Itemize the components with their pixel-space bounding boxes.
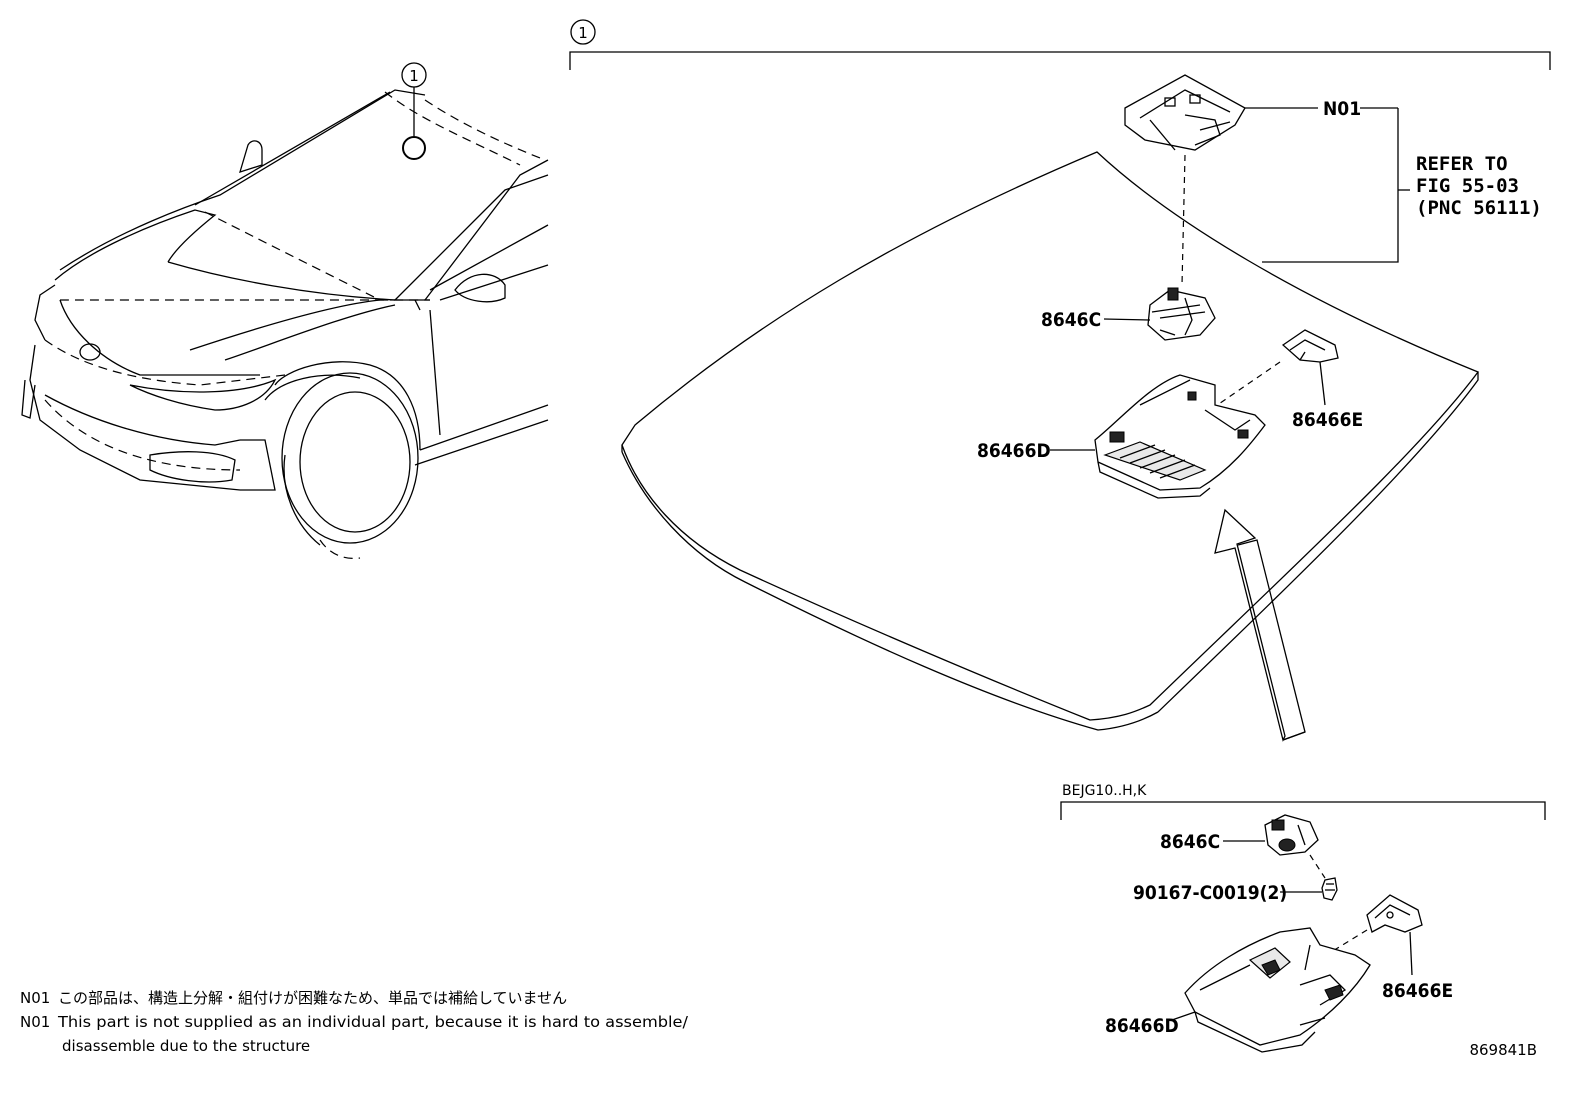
label-variant: BEJG10..H,K [1062,783,1147,799]
bracket-86466e-bottom: 86466E [1309,894,1453,1002]
sensor-8646c-bottom: 8646C [1160,814,1326,879]
label-86466e-top: 86466E [1292,409,1363,431]
figure-id: 869841B [1469,1041,1537,1059]
label-86466d-bottom: 86466D [1105,1015,1179,1037]
cover-86466d-bottom: 86466D [1105,927,1371,1053]
label-refer-pnc: (PNC 56111) [1416,197,1542,219]
note-en-code: N01 [20,1013,50,1031]
screw-90167: 90167-C0019(2) [1133,877,1338,904]
sensor-8646c-top: 8646C [1041,287,1216,341]
assembly-bracket-top: 1 [569,19,1551,70]
label-86466d-top: 86466D [977,440,1051,462]
note-en-text-line1: This part is not supplied as an individu… [57,1013,689,1031]
label-86466e-bottom: 86466E [1382,980,1453,1002]
label-screw-90167: 90167-C0019(2) [1133,882,1287,904]
camera-location-marker [402,136,426,160]
label-refer-fig: FIG 55-03 [1416,175,1519,197]
variant-section: BEJG10..H,K [1060,783,1546,820]
cover-86466d-top: 86466D [977,374,1266,499]
label-refer-to: REFER TO [1416,153,1508,175]
n01-mount-part: N01 REFER TO FIG 55-03 (PNC 56111) [1124,74,1542,286]
car-illustration: 1 [21,62,549,560]
view-direction-arrow [1214,508,1306,742]
label-8646c-top: 8646C [1041,309,1101,331]
callout-number-car: 1 [409,67,419,85]
label-8646c-bottom: 8646C [1160,831,1220,853]
notes-block: N01 この部品は、構造上分解・組付けが困難なため、単品では補給していません N… [20,989,689,1055]
note-jp-code: N01 [20,989,50,1007]
callout-number-assembly: 1 [578,24,588,42]
note-jp-text: この部品は、構造上分解・組付けが困難なため、単品では補給していません [58,989,567,1007]
label-n01: N01 [1323,98,1361,120]
bracket-86466e-top: 86466E [1209,329,1363,431]
windshield-glass [621,151,1480,731]
note-en-text-line2: disassemble due to the structure [62,1037,310,1055]
